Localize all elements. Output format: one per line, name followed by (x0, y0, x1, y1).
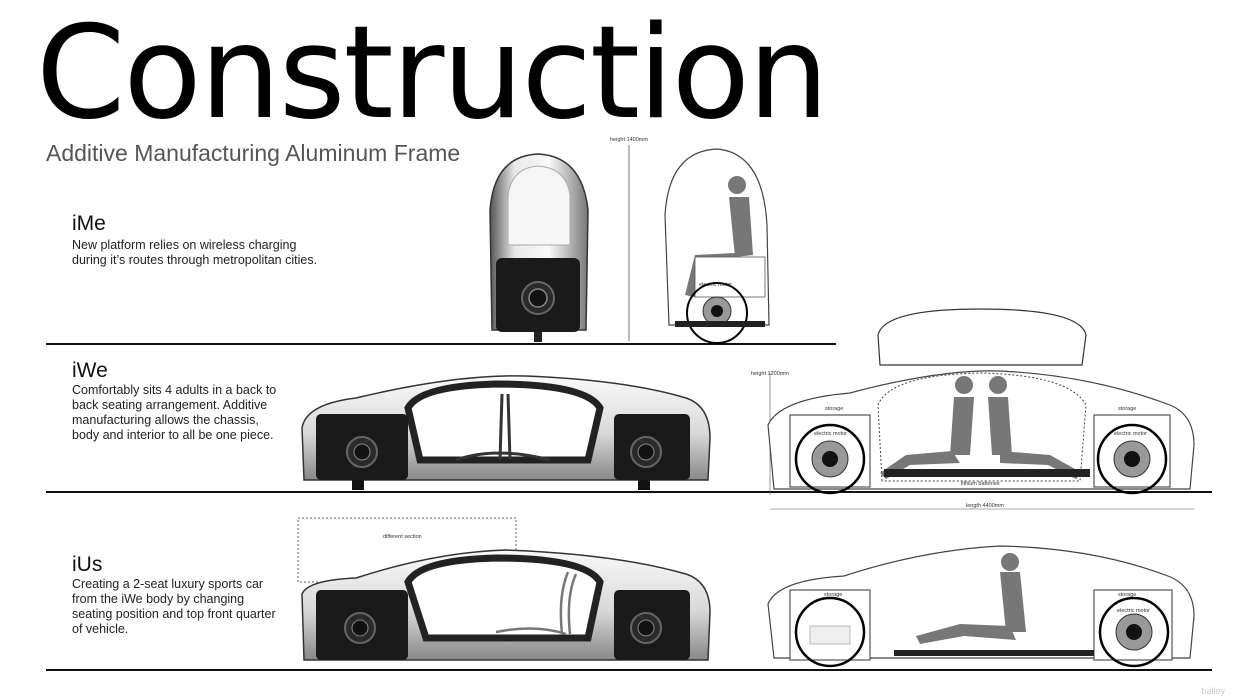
iwe-side-render (301, 375, 711, 490)
ius-side-render (297, 517, 711, 661)
divider-iwe (46, 491, 1212, 493)
section-title-ius: iUs (72, 553, 103, 576)
section-title-iwe: iWe (72, 359, 108, 382)
ius-section-label: different section (383, 534, 422, 540)
ius-storage-left: storage (824, 592, 843, 598)
section-title-ime: iMe (72, 212, 106, 235)
section-desc-ius: Creating a 2-seat luxury sports car from… (72, 577, 276, 636)
iwe-batteries-label: lithium batteries (961, 481, 1000, 487)
ius-motor-label: electric motor (1117, 608, 1151, 614)
section-desc-ime: New platform relies on wireless charging… (72, 238, 318, 267)
ime-height-label: height 1400mm (610, 137, 648, 143)
ime-side-diagram (628, 145, 770, 344)
iwe-motor-right: electric motor (1114, 431, 1148, 437)
iwe-storage-right: storage (1118, 406, 1137, 412)
divider-ime (46, 343, 836, 345)
divider-ius (46, 669, 1212, 671)
ime-front-render (489, 153, 589, 342)
ius-side-diagram (767, 545, 1195, 668)
ime-motor-label: electric motor (699, 282, 733, 288)
section-desc-iwe: Comfortably sits 4 adults in a back to b… (72, 383, 277, 442)
iwe-length-label: length 4400mm (966, 503, 1004, 509)
iwe-side-diagram (767, 308, 1195, 510)
page-subtitle: Additive Manufacturing Aluminum Frame (46, 140, 461, 166)
iwe-storage-left: storage (825, 406, 844, 412)
ius-storage-right: storage (1118, 592, 1137, 598)
watermark: bailey (1201, 686, 1225, 696)
iwe-motor-left: electric motor (814, 431, 848, 437)
page-title: Construction (36, 0, 829, 148)
